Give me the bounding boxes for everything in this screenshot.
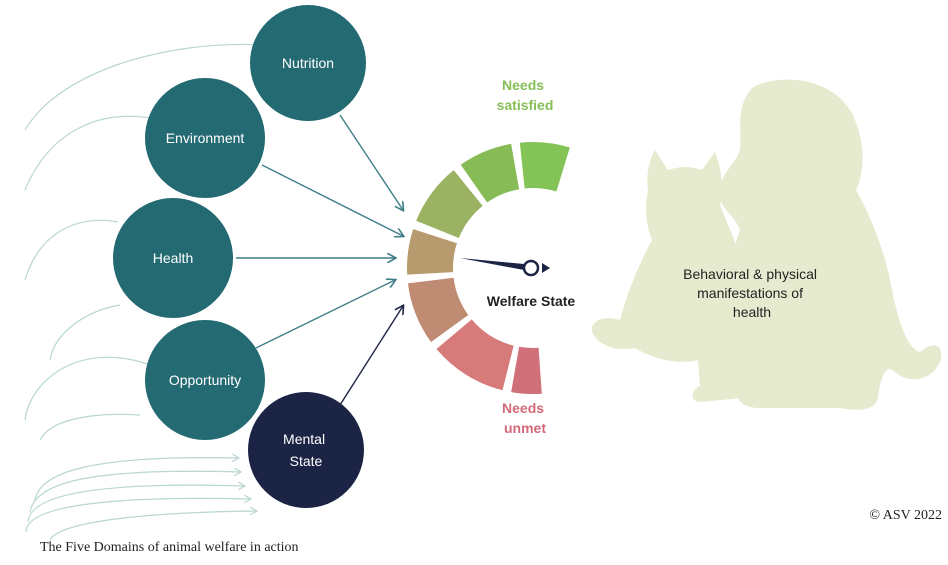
domain-environment: Environment xyxy=(145,78,265,198)
feedback-arc xyxy=(49,511,256,541)
needs-satisfied-label: Needs satisfied xyxy=(497,77,554,113)
gauge-segment xyxy=(436,319,514,391)
feedback-arc xyxy=(39,413,141,441)
domain-circle xyxy=(145,320,265,440)
gauge-needle xyxy=(460,258,550,277)
domain-circle xyxy=(250,5,366,121)
domain-circle xyxy=(145,78,265,198)
feedback-arc xyxy=(27,485,244,523)
gauge-segment xyxy=(511,346,542,395)
domain-nutrition: Nutrition xyxy=(250,5,366,121)
feedback-arc xyxy=(25,498,250,533)
figure-caption: The Five Domains of animal welfare in ac… xyxy=(40,540,299,555)
animal-manifestations-text: Behavioral & physical manifestations of … xyxy=(683,266,821,320)
domain-circle xyxy=(113,198,233,318)
feedback-arc xyxy=(29,471,240,513)
domain-label: Environment xyxy=(166,130,245,146)
feedback-arc xyxy=(49,304,121,361)
domain-mental-state: Mental State xyxy=(248,392,364,508)
domain-label: Health xyxy=(153,250,193,266)
arrow-environment xyxy=(261,164,403,236)
feedback-arc xyxy=(24,43,263,131)
feedback-arc xyxy=(24,356,151,421)
gauge-segment xyxy=(519,142,570,192)
domain-opportunity: Opportunity xyxy=(145,320,265,440)
gauge-segment xyxy=(416,170,483,239)
domain-health: Health xyxy=(113,198,233,318)
feedback-arc xyxy=(24,115,151,191)
domain-label: Mental State xyxy=(283,431,329,469)
arrow-nutrition xyxy=(339,114,403,210)
welfare-state-label: Welfare State xyxy=(487,293,576,309)
copyright: © ASV 2022 xyxy=(869,508,942,523)
arrow-opportunity xyxy=(255,280,395,349)
arrow-mental-state xyxy=(339,306,403,406)
domain-label: Nutrition xyxy=(282,55,334,71)
domain-circle xyxy=(248,392,364,508)
feedback-arc xyxy=(34,458,238,501)
domain-label: Opportunity xyxy=(169,372,241,388)
gauge-segment xyxy=(407,229,457,275)
feedback-arcs xyxy=(24,43,263,541)
animal-silhouette xyxy=(591,79,942,410)
gauge-segment xyxy=(460,143,520,203)
welfare-gauge xyxy=(407,142,570,395)
domain-arrows xyxy=(236,114,403,406)
needs-unmet-label: Needs unmet xyxy=(502,400,548,436)
feedback-arc xyxy=(24,219,119,281)
gauge-segment xyxy=(407,277,469,343)
